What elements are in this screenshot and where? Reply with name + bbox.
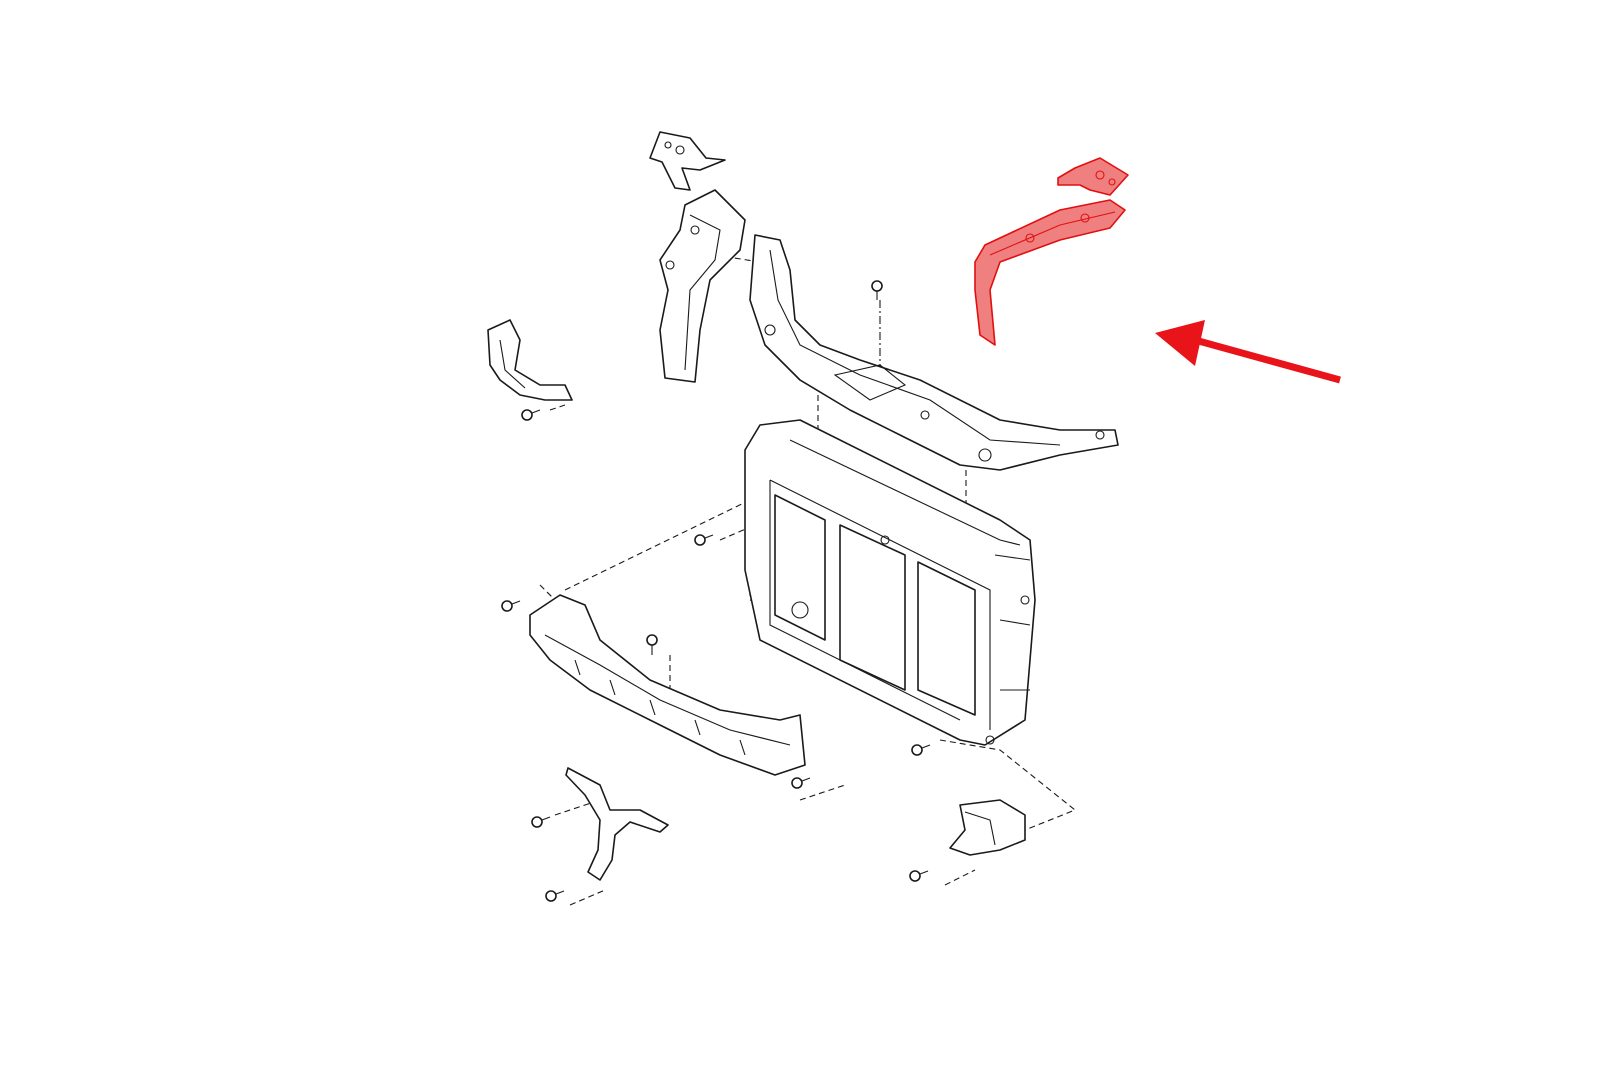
bolt-icon bbox=[911, 744, 931, 756]
highlighted-bracket-small bbox=[1057, 157, 1129, 196]
lower-left-stay bbox=[565, 767, 669, 881]
radiator-core-support bbox=[744, 419, 1036, 746]
bolt-icon bbox=[531, 816, 551, 828]
bolt-icon bbox=[501, 600, 521, 612]
highlighted-hood-ledge-extension bbox=[974, 199, 1126, 346]
bolt-icon bbox=[694, 534, 714, 546]
bolt-icon bbox=[909, 870, 929, 882]
bolt-icon bbox=[791, 777, 811, 789]
bolt-icon bbox=[646, 634, 658, 655]
lower-bumper-reinforcement bbox=[529, 594, 806, 776]
left-side-bracket bbox=[487, 319, 573, 401]
bolt-icon bbox=[545, 890, 565, 902]
bolts bbox=[501, 280, 931, 902]
upper-left-bracket bbox=[649, 131, 726, 191]
upper-radiator-support-tie-bar bbox=[749, 234, 1119, 471]
bolt-icon bbox=[521, 409, 541, 421]
lower-right-bracket bbox=[949, 799, 1026, 856]
bolt-icon bbox=[871, 280, 883, 300]
left-hood-ledge-extension bbox=[659, 189, 746, 383]
indicator-arrow bbox=[1155, 320, 1341, 384]
